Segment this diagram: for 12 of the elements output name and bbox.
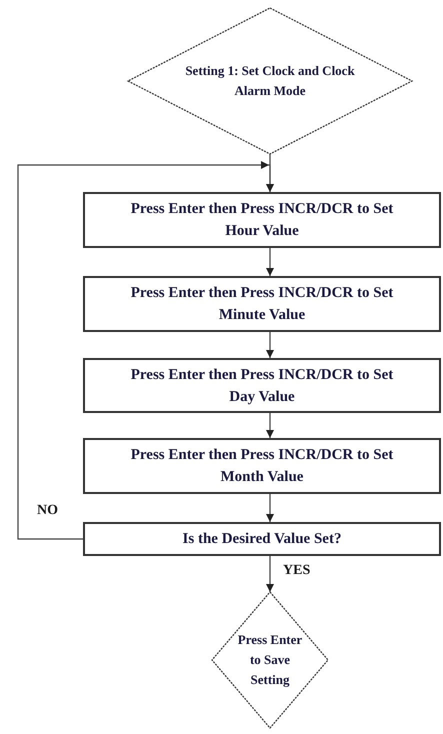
node-text: Is the Desired Value Set? bbox=[182, 530, 342, 549]
node-text: Press Enter to Save Setting bbox=[236, 631, 304, 689]
node-text: Press Enter then Press INCR/DCR to Set Hour Value bbox=[130, 200, 394, 241]
process-box bbox=[83, 358, 441, 413]
node-text: Press Enter then Press INCR/DCR to Set Day Value bbox=[130, 366, 394, 406]
node-text: Press Enter then Press INCR/DCR to Set Month Value bbox=[130, 446, 394, 487]
process-box bbox=[83, 438, 441, 494]
process-box bbox=[83, 522, 441, 556]
node-text: Press Enter then Press INCR/DCR to Set Minute Value bbox=[130, 284, 394, 325]
process-box bbox=[83, 276, 441, 332]
node-text: Setting 1: Set Clock and Clock Alarm Mode bbox=[185, 62, 355, 100]
process-box bbox=[83, 192, 441, 248]
